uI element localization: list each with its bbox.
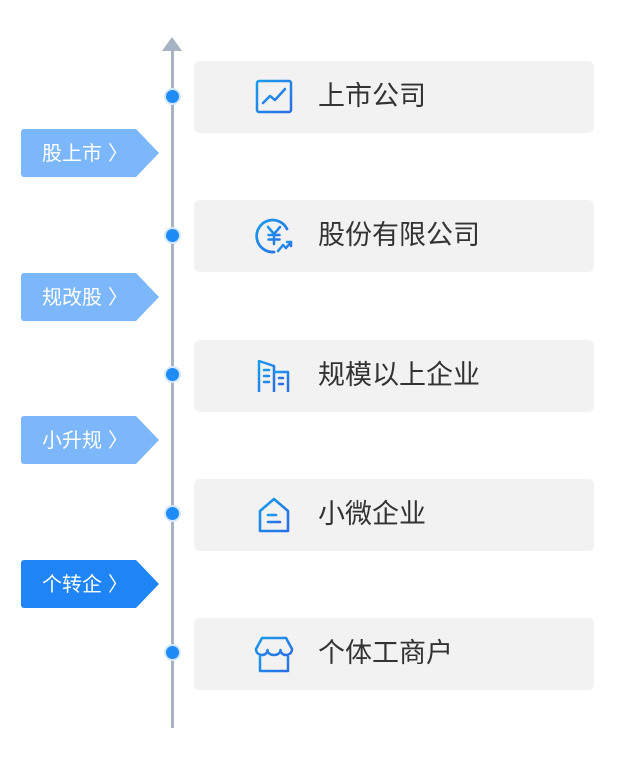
transition-label: 股上市 — [42, 141, 102, 165]
level-label: 上市公司 — [318, 81, 426, 112]
transition-label: 个转企 — [42, 572, 102, 596]
chevron-right-icon: 〉 — [108, 428, 128, 452]
level-card-listed-company: 上市公司 — [194, 61, 594, 133]
transition-tag-small-to-regulated: 小升规〉 — [21, 416, 159, 464]
level-label: 规模以上企业 — [318, 360, 480, 391]
axis-arrow-up-icon — [162, 37, 182, 51]
transition-tag-individual-to-enterprise: 个转企〉 — [21, 560, 159, 608]
office-building-icon — [254, 356, 294, 396]
chevron-right-icon: 〉 — [108, 572, 128, 596]
level-label: 小微企业 — [318, 499, 426, 530]
storefront-icon — [254, 634, 294, 674]
level-card-small-micro-enterprise: 小微企业 — [194, 479, 594, 551]
level-card-above-scale-enterprise: 规模以上企业 — [194, 340, 594, 412]
yuan-coin-growth-icon — [254, 216, 294, 256]
timeline-node-small-micro-enterprise — [166, 507, 179, 520]
transition-label: 小升规 — [42, 428, 102, 452]
stock-chart-icon — [254, 77, 294, 117]
transition-tag-stock-to-listing: 股上市〉 — [21, 129, 159, 177]
level-card-individual-business: 个体工商户 — [194, 618, 594, 690]
transition-label: 规改股 — [42, 285, 102, 309]
timeline-node-joint-stock-company — [166, 229, 179, 242]
timeline-node-individual-business — [166, 646, 179, 659]
level-card-joint-stock-company: 股份有限公司 — [194, 200, 594, 272]
timeline-node-listed-company — [166, 90, 179, 103]
transition-tag-regulated-to-stock: 规改股〉 — [21, 273, 159, 321]
small-house-icon — [254, 495, 294, 535]
chevron-right-icon: 〉 — [108, 141, 128, 165]
level-label: 个体工商户 — [318, 638, 453, 669]
chevron-right-icon: 〉 — [108, 285, 128, 309]
level-label: 股份有限公司 — [318, 220, 480, 251]
timeline-node-above-scale-enterprise — [166, 368, 179, 381]
timeline-axis — [171, 48, 174, 728]
